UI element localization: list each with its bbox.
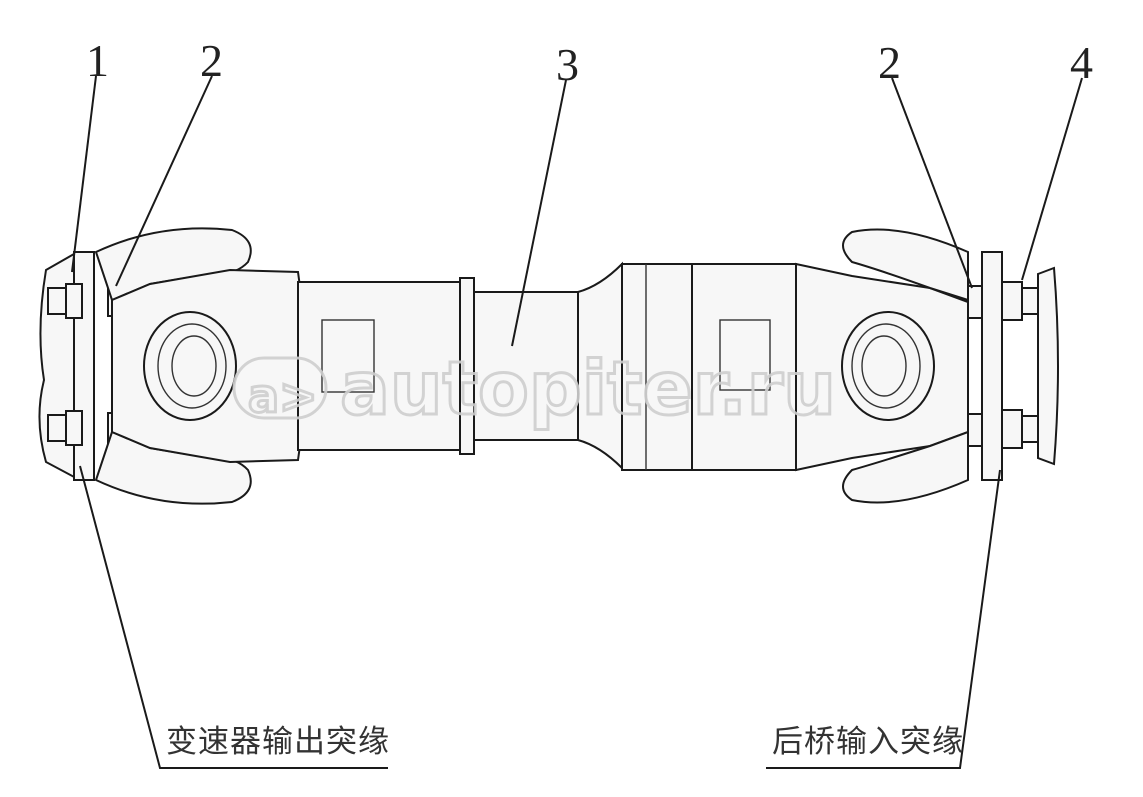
watermark-logo: a> [248, 369, 318, 423]
leader-lines [71, 75, 1083, 769]
right-flange-assembly [795, 228, 1059, 504]
shaft-tube [297, 261, 797, 471]
callout-2-left: 2 [200, 35, 223, 86]
caption-rear-axle-input-flange: 后桥输入突缘 [772, 724, 964, 760]
watermark: a> autopiter.ru [232, 345, 837, 434]
callout-3: 3 [556, 39, 579, 90]
callout-4: 4 [1070, 37, 1093, 88]
callout-1: 1 [86, 35, 109, 86]
caption-transmission-output-flange: 变速器输出突缘 [166, 724, 390, 760]
callout-2-right: 2 [878, 37, 901, 88]
left-flange-assembly [38, 227, 306, 505]
watermark-text: autopiter.ru [340, 346, 836, 432]
